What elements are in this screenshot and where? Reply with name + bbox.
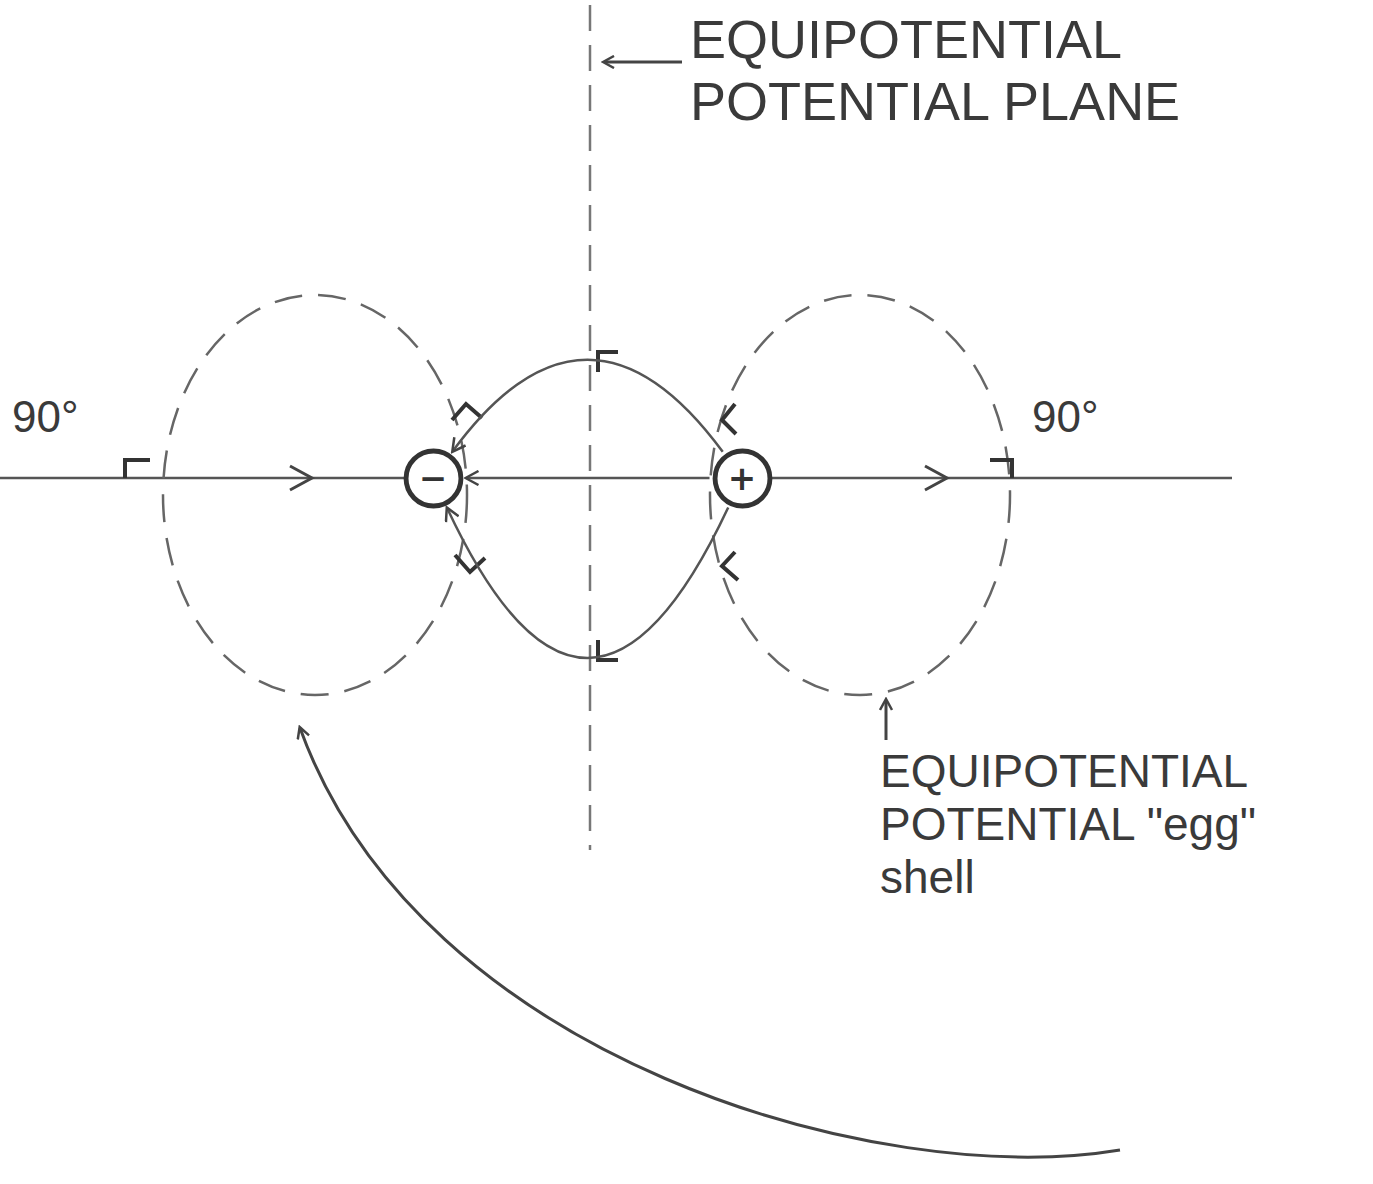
angle-label: 90° xyxy=(12,392,142,443)
right-angle-mark xyxy=(990,460,1012,478)
field-line xyxy=(0,477,408,480)
angle-label: 90° xyxy=(1032,392,1162,443)
field-line xyxy=(453,360,723,452)
equipotential-shell xyxy=(163,295,467,695)
field-line xyxy=(447,507,728,658)
right-angle-mark xyxy=(452,404,482,420)
right-angle-mark xyxy=(125,460,150,478)
equipotential-plane xyxy=(589,5,592,850)
leader-arrow xyxy=(885,700,888,740)
right-angle-mark xyxy=(722,404,736,434)
charge-circle: + xyxy=(712,448,773,509)
charge-sign: + xyxy=(712,448,773,496)
equipotential-shell xyxy=(710,295,1010,695)
shell-label: EQUIPOTENTIAL POTENTIAL "egg" shell xyxy=(880,745,1360,904)
direction-arrow xyxy=(925,466,947,490)
field-line xyxy=(467,477,710,480)
field-line xyxy=(768,477,1232,480)
direction-arrow xyxy=(290,466,312,490)
right-angle-mark xyxy=(722,552,738,580)
charge-circle: − xyxy=(403,448,464,509)
charge-sign: − xyxy=(403,448,464,496)
leader-arrow xyxy=(604,61,682,64)
plane-label: EQUIPOTENTIAL POTENTIAL PLANE xyxy=(690,8,1360,132)
